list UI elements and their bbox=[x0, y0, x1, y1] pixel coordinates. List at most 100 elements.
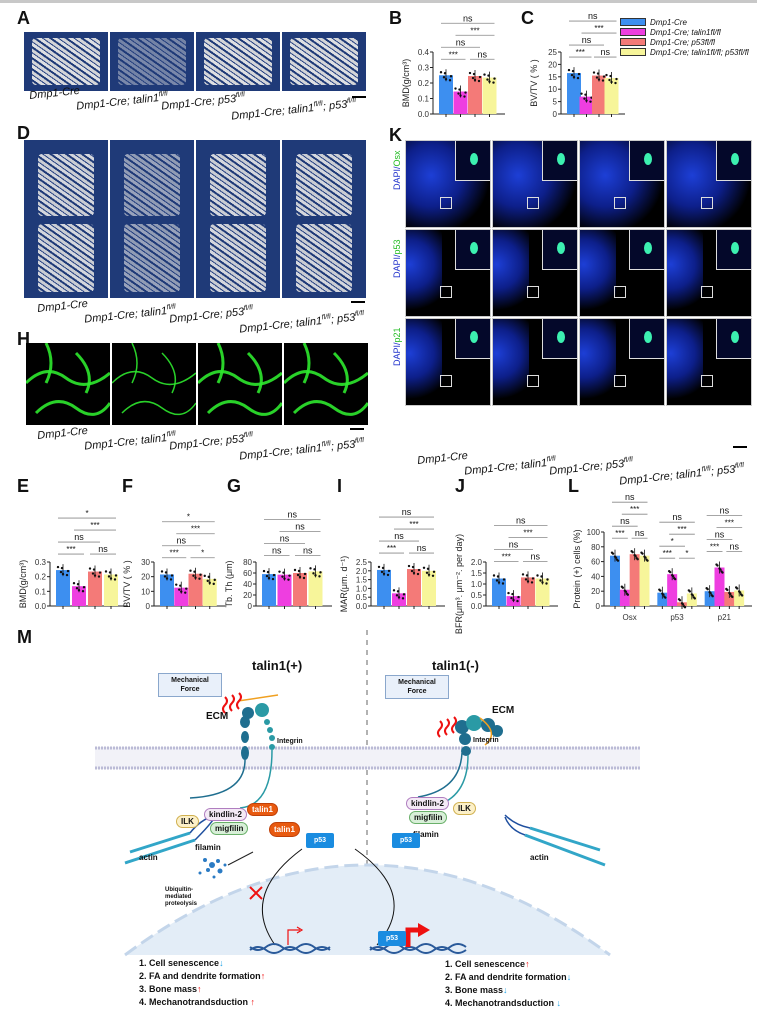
bar bbox=[88, 571, 102, 606]
left-outcomes: 1. Cell senescence↓2. FA and dendrite fo… bbox=[139, 957, 265, 1009]
positive-cell bbox=[643, 330, 652, 343]
genotype-label: Dmp1-Cre; talin1fl/fl bbox=[463, 455, 556, 478]
bar bbox=[567, 73, 581, 114]
svg-text:30: 30 bbox=[141, 558, 150, 567]
calcein-image bbox=[26, 343, 110, 425]
svg-text:ns: ns bbox=[672, 512, 682, 522]
panel-label-c: C bbox=[521, 8, 534, 28]
svg-text:100: 100 bbox=[587, 528, 601, 537]
positive-cell bbox=[556, 152, 565, 165]
dapi-stain bbox=[580, 319, 617, 405]
outcome-item: 3. Bone mass↓ bbox=[445, 984, 571, 997]
outcome-text: 4. Mechanotrandsduction bbox=[445, 998, 557, 1008]
bar bbox=[639, 555, 650, 606]
genotype-label: Dmp1-Cre; talin1fl/fl bbox=[75, 90, 168, 113]
svg-text:0.0: 0.0 bbox=[471, 602, 483, 611]
microct-vertebra-image bbox=[110, 140, 194, 298]
bar bbox=[704, 591, 715, 606]
magnified-inset bbox=[455, 141, 490, 181]
svg-text:ns: ns bbox=[516, 515, 526, 525]
svg-text:0.0: 0.0 bbox=[356, 602, 368, 611]
positive-cell bbox=[730, 241, 739, 254]
dapi-label: DAPI/ bbox=[392, 166, 402, 190]
bar bbox=[308, 571, 323, 606]
scale-bar bbox=[351, 301, 365, 303]
svg-text:ns: ns bbox=[74, 532, 84, 542]
outcome-item: 2. FA and dendrite formation↓ bbox=[445, 971, 571, 984]
panel-label-e: E bbox=[17, 476, 30, 496]
marker-label: p21 bbox=[392, 327, 402, 343]
zoom-region-box bbox=[526, 285, 539, 298]
marker-label: p53 bbox=[392, 239, 402, 255]
svg-text:1.5: 1.5 bbox=[356, 576, 368, 585]
outcome-item: 1. Cell senescence↑ bbox=[445, 958, 571, 971]
svg-text:25: 25 bbox=[548, 48, 557, 57]
bar bbox=[535, 578, 550, 606]
bar bbox=[686, 593, 697, 606]
bar bbox=[629, 554, 640, 606]
svg-text:40: 40 bbox=[591, 572, 600, 581]
svg-text:ns: ns bbox=[295, 521, 305, 531]
outcome-text: 1. Cell senescence bbox=[445, 959, 526, 969]
trabecular-bone bbox=[118, 38, 186, 85]
svg-text:p53: p53 bbox=[670, 613, 684, 622]
svg-text:2.5: 2.5 bbox=[356, 558, 368, 567]
svg-text:ns: ns bbox=[509, 539, 519, 549]
outcome-item: 4. Mechanotrandsduction ↑ bbox=[139, 996, 265, 1009]
magnified-inset bbox=[455, 319, 490, 359]
zoom-region-box bbox=[613, 196, 626, 209]
if-image bbox=[405, 229, 491, 317]
svg-text:p21: p21 bbox=[718, 613, 732, 622]
svg-text:***: *** bbox=[630, 505, 639, 514]
vertebra-upper bbox=[38, 154, 94, 216]
svg-text:1.0: 1.0 bbox=[356, 584, 368, 593]
top-border bbox=[0, 0, 757, 3]
svg-text:Protein (+) cells (%): Protein (+) cells (%) bbox=[572, 529, 582, 608]
vertebra-lower bbox=[210, 224, 266, 292]
svg-text:0: 0 bbox=[146, 602, 151, 611]
legend-label: Dmp1-Cre bbox=[650, 17, 687, 27]
ecm-label-left: ECM bbox=[206, 711, 229, 722]
svg-text:ns: ns bbox=[303, 545, 313, 555]
svg-text:*: * bbox=[187, 513, 190, 522]
ubiquitin-label: Ubiquitin- mediated proteolysis bbox=[165, 887, 198, 907]
legend-swatch bbox=[620, 28, 646, 36]
bar bbox=[160, 574, 174, 606]
svg-text:0.4: 0.4 bbox=[418, 48, 430, 57]
ilk-pill-left: ILK bbox=[176, 815, 199, 828]
svg-text:ns: ns bbox=[98, 544, 108, 554]
panel-label-d: D bbox=[17, 123, 30, 143]
legend-swatch bbox=[620, 48, 646, 56]
panel-label-m: M bbox=[17, 627, 32, 647]
svg-text:0.0: 0.0 bbox=[418, 110, 430, 119]
svg-text:60: 60 bbox=[591, 558, 600, 567]
bar bbox=[104, 574, 118, 606]
svg-text:***: *** bbox=[576, 48, 585, 57]
arrow-up-icon: ↑ bbox=[525, 959, 530, 969]
dapi-label: DAPI/ bbox=[392, 342, 402, 366]
svg-text:ns: ns bbox=[715, 530, 725, 540]
svg-text:ns: ns bbox=[600, 47, 610, 57]
scale-bar bbox=[350, 428, 364, 430]
zoom-region-box bbox=[700, 374, 713, 387]
svg-text:***: *** bbox=[615, 529, 624, 538]
legend-label: Dmp1-Cre; talin1fl/fl; p53fl/fl bbox=[650, 47, 749, 57]
svg-text:***: *** bbox=[66, 545, 75, 554]
bar bbox=[277, 574, 292, 606]
genotype-label: Dmp1-Cre; talin1fl/fl; p53fl/fl bbox=[618, 461, 745, 488]
positive-cell bbox=[643, 152, 652, 165]
svg-text:20: 20 bbox=[548, 60, 557, 69]
bar bbox=[604, 78, 619, 114]
actin-label-right: actin bbox=[530, 853, 549, 862]
svg-text:***: *** bbox=[502, 552, 511, 561]
p53-box-free: p53 bbox=[392, 833, 420, 848]
trabecular-bone bbox=[290, 38, 358, 85]
if-image bbox=[405, 140, 491, 228]
bar bbox=[734, 590, 745, 606]
bar bbox=[619, 589, 630, 606]
genotype-label: Dmp1-Cre bbox=[36, 297, 89, 315]
if-image bbox=[579, 229, 665, 317]
svg-text:ns: ns bbox=[477, 49, 487, 59]
